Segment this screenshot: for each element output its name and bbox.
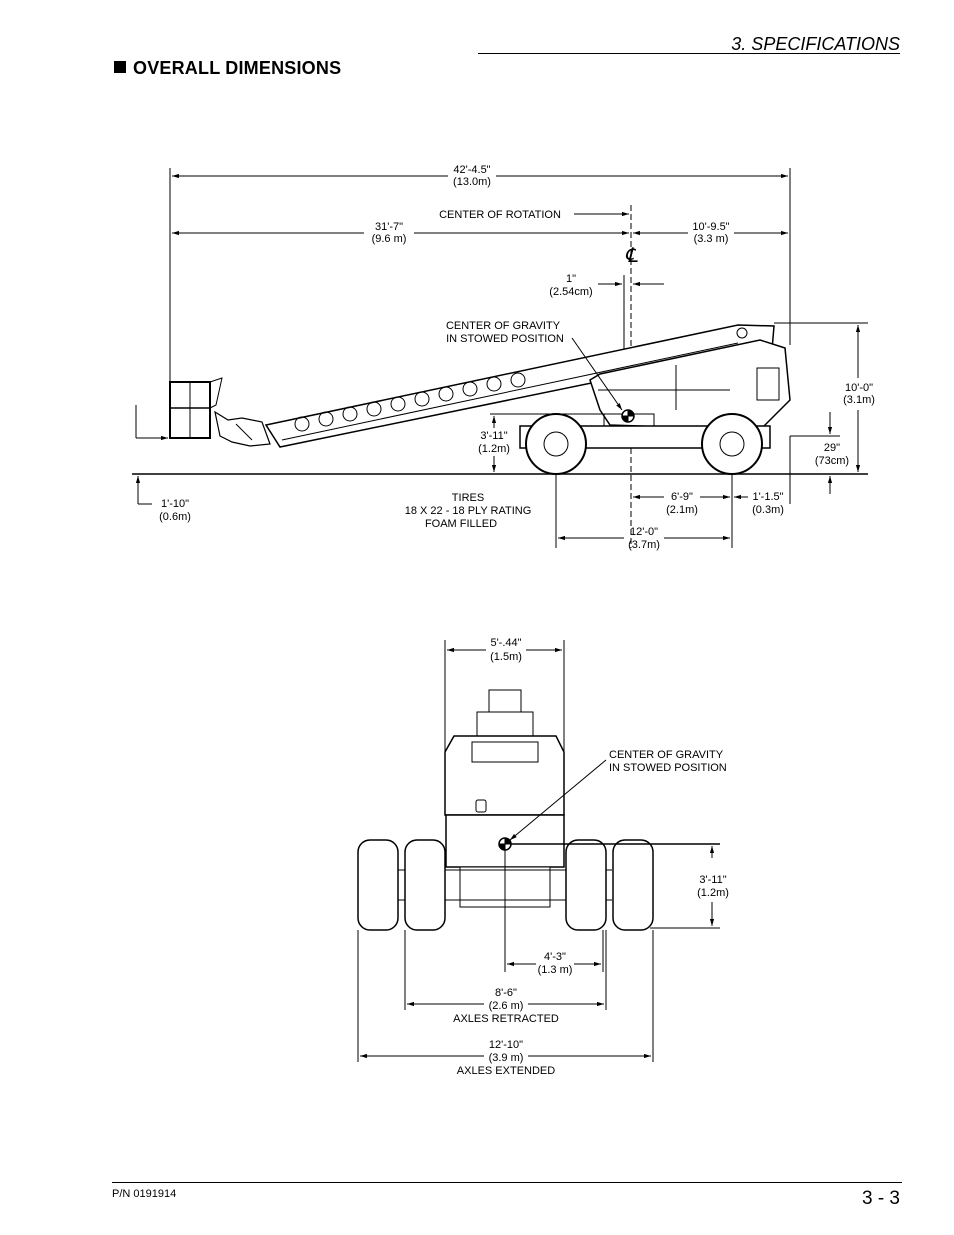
tires-label-line1: TIRES <box>452 492 484 504</box>
cog-leader <box>571 337 623 411</box>
boom-holes <box>294 372 526 432</box>
platform-height-label: 1'-10" <box>161 498 189 510</box>
boom-line <box>281 342 739 441</box>
counterweight-panel <box>756 367 780 401</box>
cog-rear-label-line1: CENTER OF GRAVITY <box>609 749 724 761</box>
front-length-label: 10'-9.5" <box>692 221 729 233</box>
rear-view-labels: 5'-.44" (1.5m) CENTER OF GRAVITY IN STOW… <box>453 637 729 1077</box>
section-header: 3. SPECIFICATIONS <box>731 34 900 54</box>
turntable-panel <box>471 741 539 763</box>
extended-width-metric: (3.9 m) <box>489 1052 524 1064</box>
side-view-labels: 42'-4.5" (13.0m) 31'-7" (9.6 m) CENTER O… <box>159 164 875 551</box>
footer-rule <box>112 1182 902 1183</box>
boom-end <box>488 689 522 713</box>
rear-view <box>357 640 720 1062</box>
cog-rear-label-line2: IN STOWED POSITION <box>609 762 727 774</box>
wheelbase-label: 12'-0" <box>630 526 658 538</box>
light-icon <box>475 799 487 813</box>
tire-inner-left <box>404 839 446 931</box>
front-overhang-metric: (0.3m) <box>752 504 784 516</box>
rear-length-metric: (9.6 m) <box>372 233 407 245</box>
side-view <box>132 168 868 548</box>
header-rule <box>478 53 900 54</box>
cog-symbol-fill <box>498 837 512 851</box>
platform-control <box>209 377 223 409</box>
cog-leader <box>509 759 607 841</box>
cog-label-line1: CENTER OF GRAVITY <box>446 320 561 332</box>
retracted-width-metric: (2.6 m) <box>489 1000 524 1012</box>
turntable <box>589 339 791 431</box>
cog-offset-metric: (1.3 m) <box>538 964 573 976</box>
front-hub <box>719 431 745 457</box>
page-number: 3 - 3 <box>861 1188 900 1209</box>
tire-inner-right <box>565 839 607 931</box>
page-title-text: OVERALL DIMENSIONS <box>133 58 342 78</box>
cog-rear-height-label: 3'-11" <box>699 874 726 886</box>
center-of-rotation-label: CENTER OF ROTATION <box>439 209 561 221</box>
ground-clearance-label: 29" <box>824 442 840 454</box>
jib <box>214 410 271 447</box>
overall-length-label: 42'-4.5" <box>453 164 490 176</box>
front-wheel <box>701 413 763 475</box>
platform-height-metric: (0.6m) <box>159 511 191 523</box>
tires-label-line3: FOAM FILLED <box>425 518 497 530</box>
rear-length-label: 31'-7" <box>375 221 403 233</box>
height-label: 10'-0" <box>845 382 873 394</box>
centerline-symbol: ℄ <box>625 245 639 267</box>
width-metric: (1.5m) <box>490 651 522 663</box>
boom-base <box>476 711 534 737</box>
cor-to-axle-metric: (2.1m) <box>666 504 698 516</box>
axles-retracted-label: AXLES RETRACTED <box>453 1013 559 1025</box>
rear-wheel <box>525 413 587 475</box>
retracted-width-label: 8'-6" <box>495 987 517 999</box>
offset-metric: (2.54cm) <box>549 286 592 298</box>
cog-rear-height-metric: (1.2m) <box>697 887 729 899</box>
cog-label-line2: IN STOWED POSITION <box>446 333 564 345</box>
cor-to-axle-label: 6'-9" <box>671 491 693 503</box>
jib-line <box>235 423 253 441</box>
offset-label: 1" <box>566 273 576 285</box>
ground-clearance-metric: (73cm) <box>815 455 849 467</box>
wheelbase-metric: (3.7m) <box>628 539 660 551</box>
cog-symbol-fill <box>621 409 635 423</box>
part-number: P/N 0191914 <box>112 1188 177 1200</box>
rear-hub <box>543 431 569 457</box>
front-length-metric: (3.3 m) <box>694 233 729 245</box>
height-metric: (3.1m) <box>843 394 875 406</box>
turntable-rear <box>444 735 565 816</box>
cog-offset-label: 4'-3" <box>544 951 566 963</box>
square-bullet-icon <box>114 61 126 73</box>
page-title: OVERALL DIMENSIONS <box>114 58 341 79</box>
tire-outer-right <box>612 839 654 931</box>
boom-pin <box>736 327 748 339</box>
axles-extended-label: AXLES EXTENDED <box>457 1065 555 1077</box>
overall-length-metric: (13.0m) <box>453 176 491 188</box>
tire-outer-left <box>357 839 399 931</box>
tires-label-line2: 18 X 22 - 18 PLY RATING <box>405 505 532 517</box>
front-overhang-label: 1'-1.5" <box>752 491 783 503</box>
cog-height-metric: (1.2m) <box>478 443 510 455</box>
cog-height-label: 3'-11" <box>480 430 507 442</box>
width-label: 5'-.44" <box>490 637 521 649</box>
extended-width-label: 12'-10" <box>489 1039 523 1051</box>
